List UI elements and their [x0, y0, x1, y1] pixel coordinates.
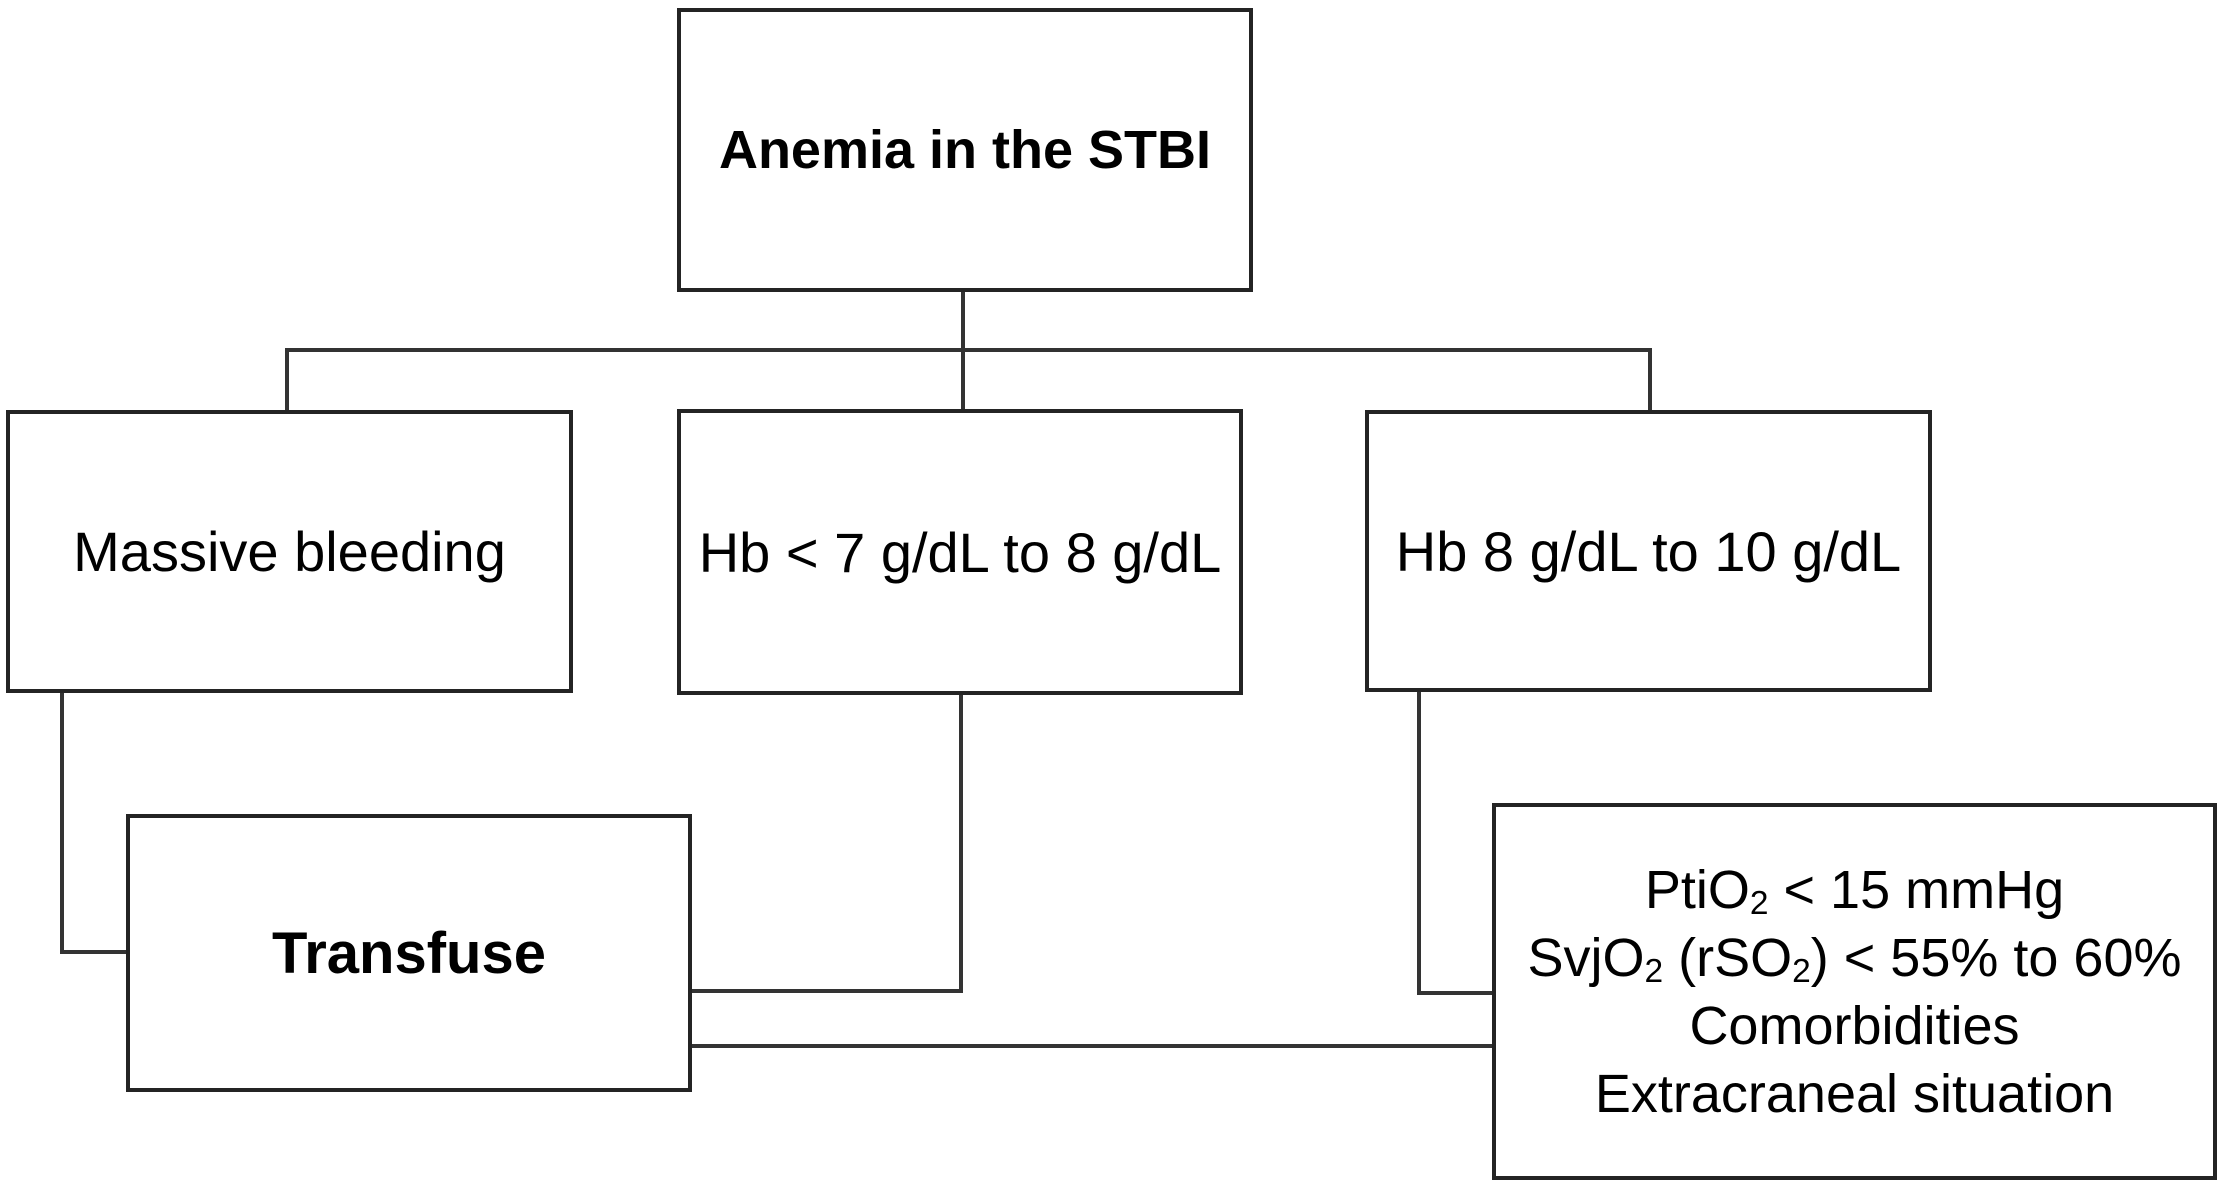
edge-hb-low-to-transfuse-horizontal — [690, 989, 963, 993]
node-transfusion-criteria: PtiO2 < 15 mmHg SvjO2 (rSO2) < 55% to 60… — [1492, 803, 2217, 1180]
node-transfuse: Transfuse — [126, 814, 692, 1092]
edge-hb-mid-to-criteria-vertical — [1417, 692, 1421, 995]
criteria-line-extracraneal: Extracraneal situation — [1594, 1063, 2115, 1124]
criteria-line-ptio2: PtiO2 < 15 mmHg — [1644, 859, 2065, 922]
node-hb-8-to-10: Hb 8 g/dL to 10 g/dL — [1365, 410, 1932, 692]
criteria-line-comorbidities: Comorbidities — [1689, 995, 2020, 1056]
edge-hb-low-to-transfuse-vertical — [959, 695, 963, 993]
edge-hb-mid-to-criteria-horizontal — [1417, 991, 1494, 995]
node-hb-below-7-to-8: Hb < 7 g/dL to 8 g/dL — [677, 409, 1243, 695]
edge-drop-hb-mid — [1648, 350, 1652, 412]
edge-transfuse-to-criteria-horizontal — [690, 1044, 1494, 1048]
node-anemia-in-the-stbi: Anemia in the STBI — [677, 8, 1253, 292]
criteria-line-svjo2: SvjO2 (rSO2) < 55% to 60% — [1527, 927, 2182, 990]
node-massive-bleeding: Massive bleeding — [6, 410, 573, 693]
edge-massive-to-transfuse-vertical — [60, 693, 64, 954]
edge-drop-massive — [285, 350, 289, 412]
edge-branch-rail — [285, 348, 1652, 352]
edge-massive-to-transfuse-horizontal — [60, 950, 130, 954]
